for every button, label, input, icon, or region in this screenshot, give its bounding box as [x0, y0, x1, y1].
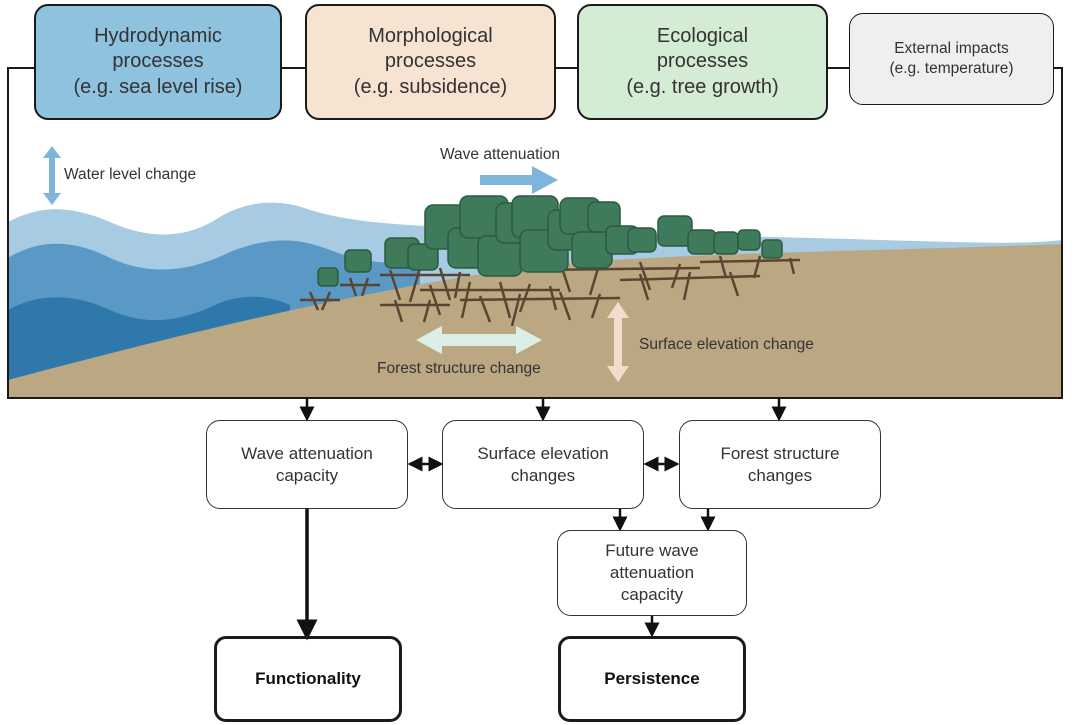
- persistence-box: Persistence: [558, 636, 746, 722]
- process-box-line: Hydrodynamic: [94, 24, 222, 47]
- morphological-processes-box: Morphological processes(e.g. subsidence): [305, 4, 556, 120]
- surface-elevation-change-label: Surface elevation change: [639, 336, 814, 353]
- process-box-line: processes: [384, 50, 477, 73]
- sediment-bank: [8, 244, 1062, 398]
- wave-attenuation-label: Wave attenuation: [440, 146, 561, 163]
- mangrove-canopy: [317, 195, 783, 287]
- forest-structure-change-label: Forest structure change: [377, 360, 541, 377]
- mangrove-roots: [300, 255, 801, 327]
- water-level-double-arrow: [43, 146, 61, 205]
- surface-elevation-double-arrow: [607, 302, 629, 382]
- process-box-line: processes: [112, 50, 204, 73]
- process-box-line: (e.g. subsidence): [353, 75, 508, 98]
- external-impacts-box: External impacts (e.g. temperature): [849, 13, 1054, 105]
- ecological-processes-box: Ecological processes(e.g. tree growth): [577, 4, 828, 120]
- forest-structure-changes-box: Forest structure changes: [679, 420, 881, 509]
- future-wave-attenuation-capacity-box: Future wave attenuation capacity: [557, 530, 747, 616]
- wave-attenuation-capacity-box: Wave attenuation capacity: [206, 420, 408, 509]
- process-box-line: processes: [656, 50, 749, 73]
- process-box-line: Morphological: [368, 24, 493, 47]
- process-box-line: (e.g. tree growth): [626, 75, 779, 98]
- wave-attenuation-arrow: [480, 166, 558, 194]
- process-box-line: (e.g. temperature): [889, 60, 1014, 77]
- functionality-box: Functionality: [214, 636, 402, 722]
- surface-elevation-changes-box: Surface elevation changes: [442, 420, 644, 509]
- water-level-change-label: Water level change: [64, 166, 197, 183]
- process-box-line: Ecological: [656, 24, 749, 47]
- forest-structure-double-arrow: [416, 326, 542, 354]
- hydrodynamic-processes-box: Hydrodynamic processes(e.g. sea level ris…: [34, 4, 282, 120]
- process-box-line: External impacts: [894, 40, 1009, 58]
- process-box-line: (e.g. sea level rise): [73, 75, 243, 98]
